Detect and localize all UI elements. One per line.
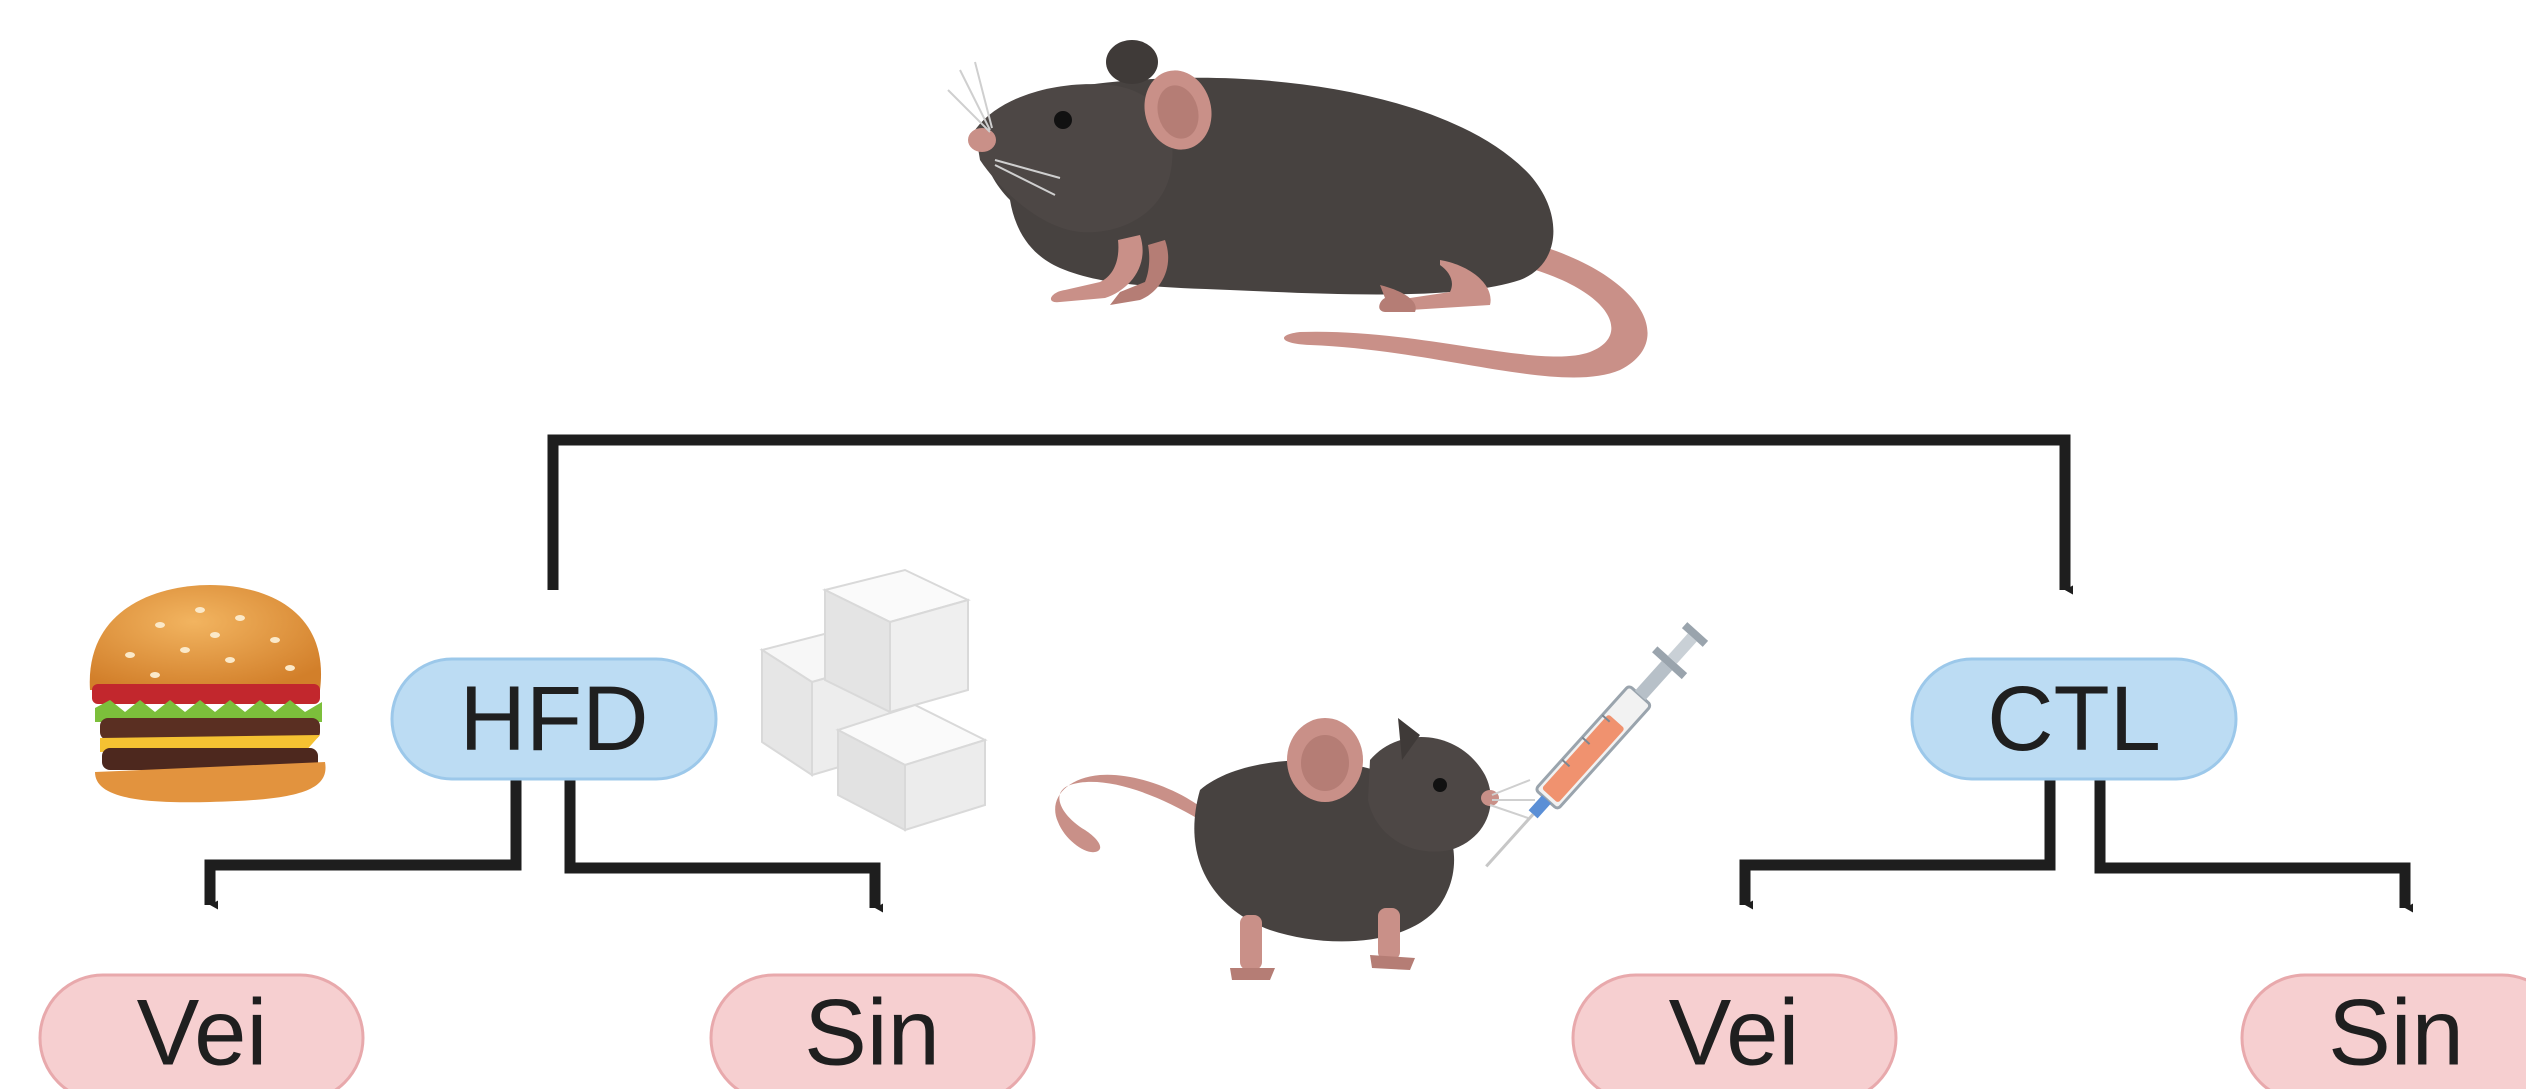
branch-arrow-hfd xyxy=(553,440,2065,590)
group-label-ctl: CTL xyxy=(1987,668,2161,770)
small-mouse-icon xyxy=(1055,718,1535,980)
treatment-node-hfd-vei: Vei xyxy=(40,975,363,1089)
treatment-label-ctl-sin: Sin xyxy=(2328,980,2464,1085)
treatment-label-hfd-vei: Vei xyxy=(137,980,268,1085)
group-label-hfd: HFD xyxy=(459,668,648,770)
treatment-label-ctl-vei: Vei xyxy=(1669,980,1800,1085)
treatment-node-ctl-sin: Sin xyxy=(2242,975,2526,1089)
mouse-icon xyxy=(948,40,1648,378)
treatment-label-hfd-sin: Sin xyxy=(804,980,940,1085)
sugar-cubes-icon xyxy=(762,570,985,830)
hamburger-icon xyxy=(90,585,326,802)
branch-arrow-ctl-sin xyxy=(2100,777,2405,908)
treatment-node-hfd-sin: Sin xyxy=(711,975,1034,1089)
branch-arrow-ctl-vei xyxy=(1745,777,2050,905)
treatment-node-ctl-vei: Vei xyxy=(1573,975,1896,1089)
group-node-hfd: HFD xyxy=(392,659,716,779)
syringe-icon xyxy=(1471,618,1712,880)
branch-arrow-hfd-sin xyxy=(570,777,875,908)
group-node-ctl: CTL xyxy=(1912,659,2236,779)
